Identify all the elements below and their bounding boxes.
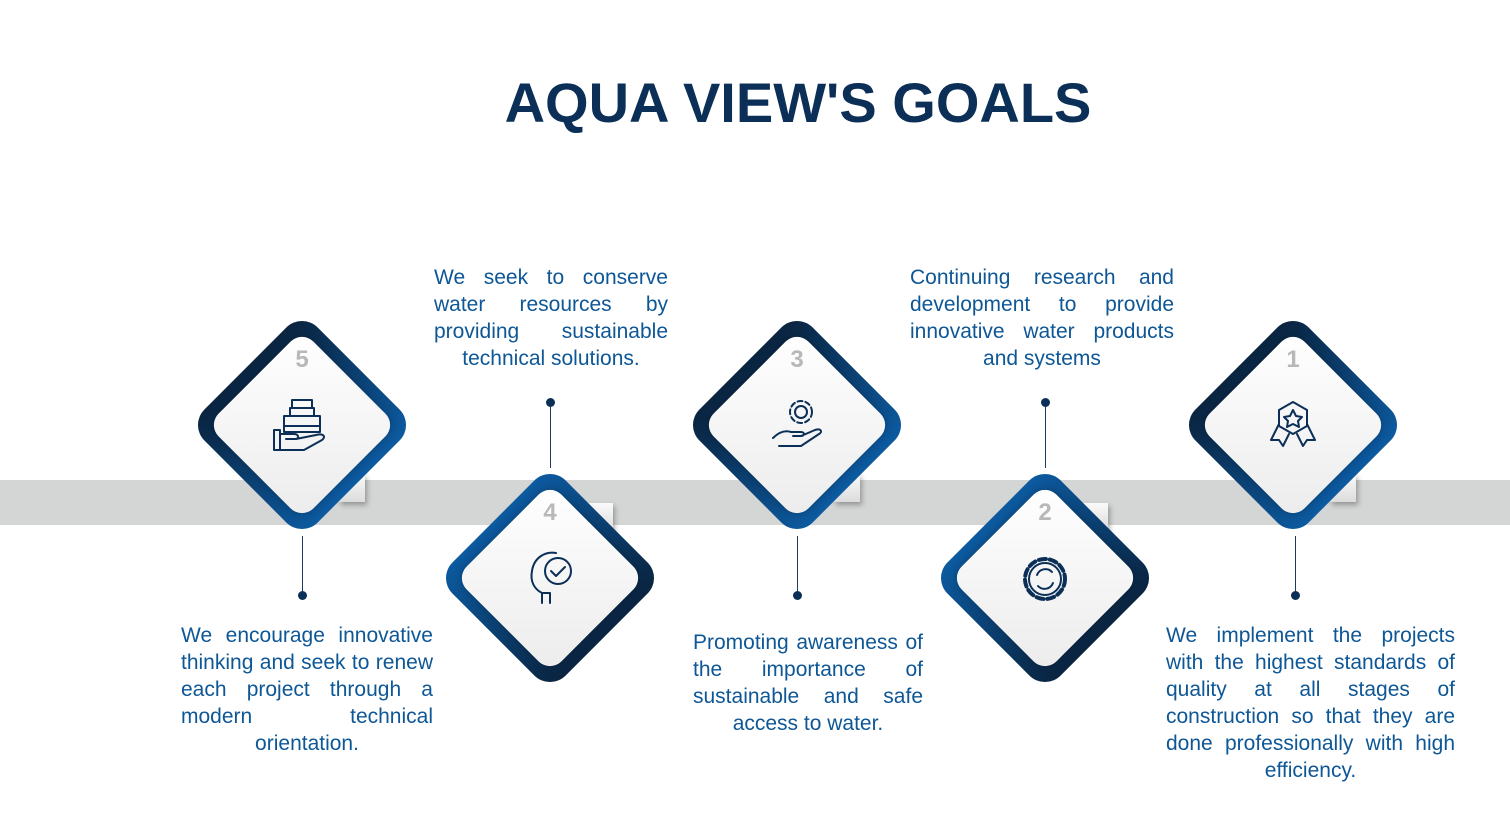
- gear-cycle-icon: [1015, 547, 1075, 607]
- goal-number: 4: [543, 499, 557, 526]
- goal-1-text: We implement the projects with the highe…: [1166, 624, 1455, 782]
- goal-2-text: Continuing research and development to p…: [910, 266, 1174, 370]
- goal-3-diamond: 3: [683, 311, 911, 539]
- goal-5-diamond: 5: [188, 311, 416, 539]
- connector-line: [1295, 536, 1296, 596]
- goal-number: 2: [1038, 499, 1052, 526]
- goal-4-text: We seek to conserve water resources by p…: [434, 266, 668, 370]
- goal-number: 3: [790, 346, 804, 373]
- connector-dot: [546, 398, 555, 407]
- connector-dot: [1041, 398, 1050, 407]
- connector-dot: [793, 591, 802, 600]
- connector-line: [797, 536, 798, 596]
- hand-gear-icon: [767, 394, 827, 454]
- goal-4-diamond: 4: [436, 464, 664, 692]
- head-check-icon: [520, 547, 580, 607]
- goal-3-text: Promoting awareness of the importance of…: [693, 631, 923, 735]
- page-title: AQUA VIEW'S GOALS: [504, 71, 1092, 134]
- goal-1-diamond: 1: [1179, 311, 1407, 539]
- connector-line: [1045, 403, 1046, 468]
- connector-dot: [1291, 591, 1300, 600]
- goal-number: 5: [295, 346, 309, 373]
- goal-number: 1: [1286, 346, 1300, 373]
- hand-holding-stack-icon: [272, 394, 332, 454]
- goal-5-text: We encourage innovative thinking and see…: [181, 624, 433, 755]
- connector-line: [550, 403, 551, 468]
- award-badge-icon: [1263, 394, 1323, 454]
- connector-line: [302, 536, 303, 596]
- connector-dot: [298, 591, 307, 600]
- goal-2-diamond: 2: [931, 464, 1159, 692]
